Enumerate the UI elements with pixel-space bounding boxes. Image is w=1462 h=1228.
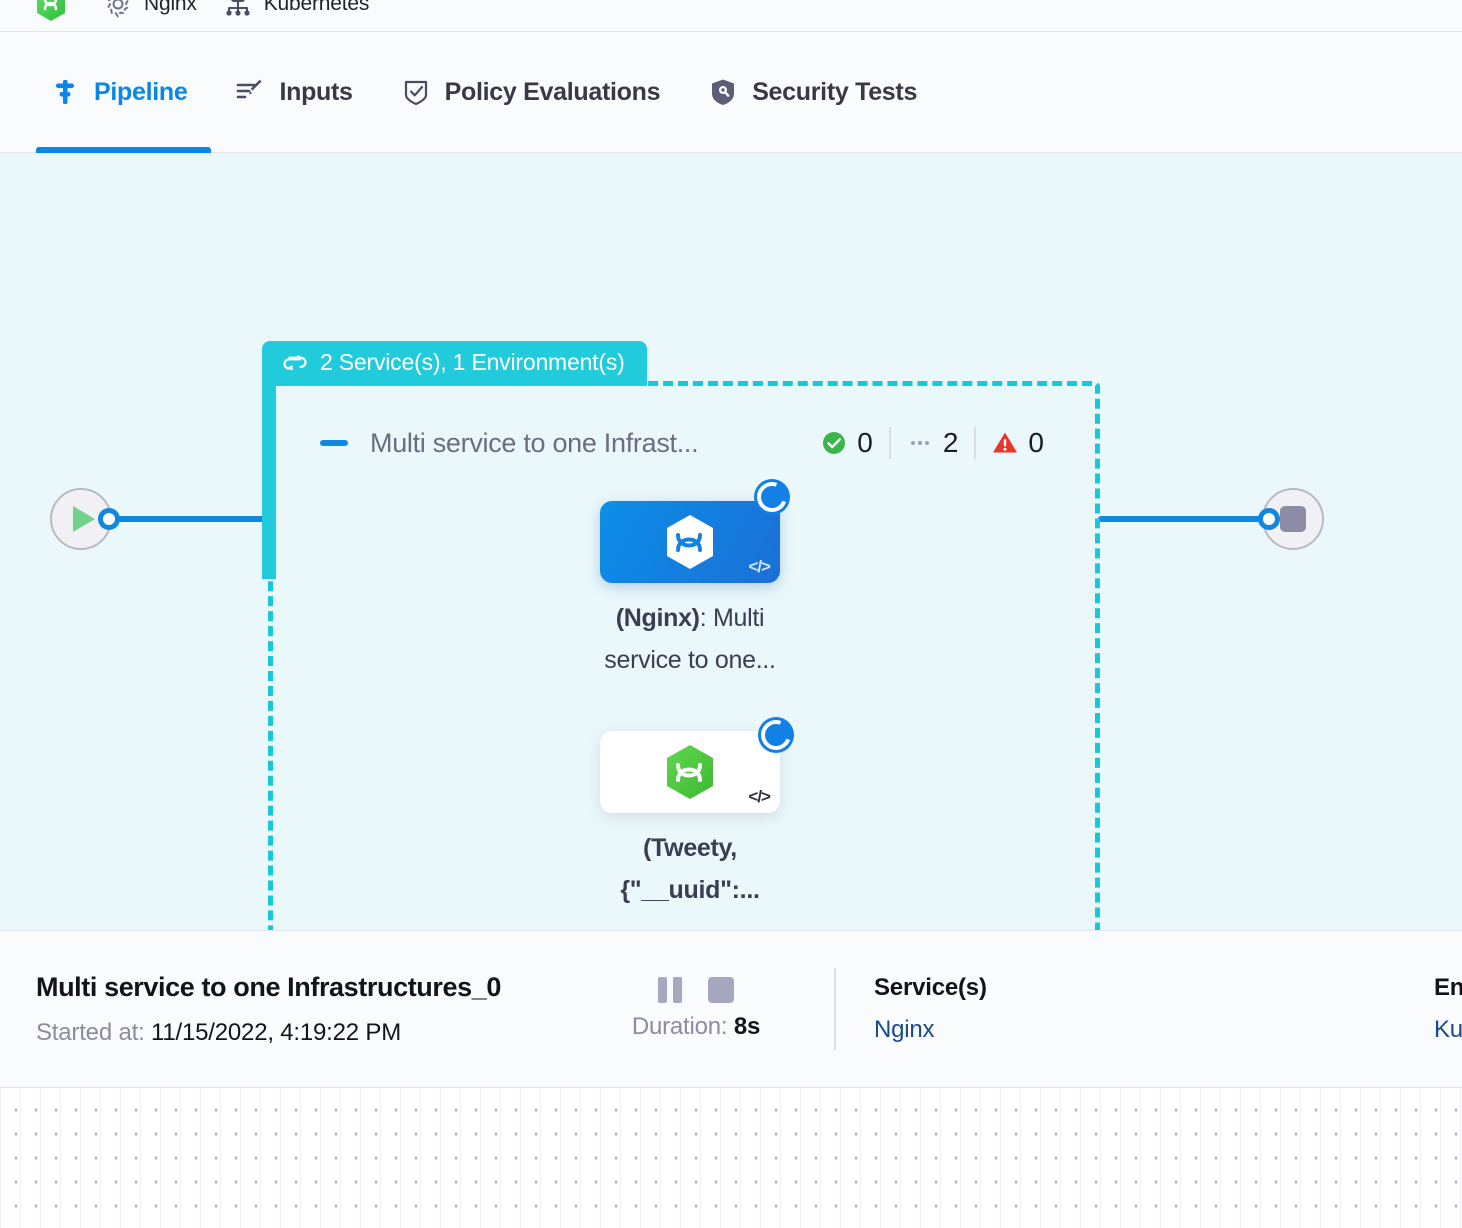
- execution-started-label: Started at:: [36, 1018, 145, 1046]
- service-hex-icon: [667, 745, 713, 799]
- tab-pipeline[interactable]: Pipeline: [36, 32, 212, 153]
- stage-group-box: [268, 381, 1100, 930]
- environments-heading: Environment(s): [1434, 974, 1462, 1001]
- execution-duration-label: Duration:: [631, 1013, 728, 1040]
- stage-group-header-label: 2 Service(s), 1 Environment(s): [320, 349, 625, 375]
- stop-icon: [1280, 506, 1306, 532]
- tab-policy-evaluations-label: Policy Evaluations: [444, 77, 661, 106]
- pipeline-node-tweety-label-bold: (Tweety, {"__uuid":...: [620, 834, 760, 904]
- breadcrumb-item-service[interactable]: Nginx: [103, 0, 197, 21]
- breadcrumb-item-project[interactable]: [36, 0, 77, 21]
- success-check-icon: [823, 432, 846, 454]
- end-node-port: [1258, 508, 1280, 530]
- warning-triangle-icon: [993, 432, 1018, 453]
- background-dot-grid: [0, 1088, 1462, 1228]
- breadcrumb-item-service-label: Nginx: [144, 0, 197, 15]
- code-icon: </>: [748, 557, 771, 576]
- pipeline-node-nginx-card[interactable]: </>: [600, 477, 792, 583]
- shield-lock-icon: [712, 79, 735, 105]
- info-divider: [834, 968, 836, 1050]
- stage-title: Multi service to one Infrast...: [370, 427, 699, 458]
- code-icon: </>: [748, 787, 771, 806]
- collapse-dash-icon[interactable]: [320, 440, 348, 446]
- tab-inputs[interactable]: Inputs: [211, 32, 376, 152]
- shield-check-icon: [404, 80, 427, 106]
- execution-tabs: Pipeline Inputs Policy Evaluations: [0, 31, 1462, 153]
- execution-started-value: 11/15/2022, 4:19:22 PM: [151, 1018, 402, 1046]
- status-count-running: 2: [888, 427, 975, 459]
- tab-inputs-label: Inputs: [279, 77, 353, 106]
- environments-column: Environment(s) Kubernetes: [1434, 974, 1462, 1044]
- connector-line-start: [110, 516, 270, 522]
- pipeline-node-tweety[interactable]: </> (Tweety, {"__uuid":...: [590, 715, 796, 911]
- stage-group-rail: [262, 379, 276, 579]
- pipeline-node-nginx-label: (Nginx): Multi service to one...: [575, 597, 805, 681]
- inputs-icon: [237, 79, 262, 99]
- breadcrumb: Nginx Kubernetes: [0, 0, 1462, 31]
- services-value-link[interactable]: Nginx: [874, 1016, 935, 1043]
- node-status-badge-running: [752, 477, 792, 517]
- tab-security-tests[interactable]: Security Tests: [684, 32, 941, 152]
- tab-pipeline-label: Pipeline: [94, 77, 188, 106]
- loop-repeat-icon: [283, 354, 307, 370]
- pipeline-node-nginx-label-bold: (Nginx): [615, 604, 700, 632]
- three-dots-icon: [907, 441, 933, 445]
- pipeline-node-nginx-label-rest: : Multi service to one...: [604, 604, 776, 674]
- pipeline-node-nginx[interactable]: </> (Nginx): Multi service to one...: [590, 477, 792, 681]
- execution-summary: Multi service to one Infrastructures_0 S…: [36, 972, 596, 1047]
- environments-value-link[interactable]: Kubernetes: [1434, 1016, 1462, 1043]
- stage-header-row[interactable]: Multi service to one Infrast... 0 2: [320, 421, 1060, 465]
- pipeline-icon: [56, 80, 74, 104]
- stage-group-header[interactable]: 2 Service(s), 1 Environment(s): [262, 341, 647, 386]
- status-count-failed: 0: [974, 427, 1060, 459]
- breadcrumb-item-environment-label: Kubernetes: [263, 0, 370, 15]
- services-column: Service(s) Nginx: [874, 974, 1434, 1044]
- play-icon: [73, 506, 95, 532]
- status-count-running-value: 2: [942, 427, 959, 458]
- harness-hex-logo-icon: [37, 0, 65, 21]
- execution-controls: [658, 977, 734, 1003]
- services-heading: Service(s): [874, 974, 987, 1001]
- gear-icon: [107, 0, 129, 18]
- node-status-badge-running: [756, 715, 796, 755]
- execution-duration: Duration: 8s: [631, 1013, 761, 1041]
- breadcrumb-item-environment[interactable]: Kubernetes: [223, 0, 369, 21]
- pipeline-canvas[interactable]: 2 Service(s), 1 Environment(s) Multi ser…: [0, 153, 1462, 930]
- execution-duration-value: 8s: [733, 1013, 761, 1040]
- tab-policy-evaluations[interactable]: Policy Evaluations: [377, 32, 685, 152]
- infrastructure-icon: [226, 0, 250, 16]
- stage-status-counts: 0 2 0: [805, 427, 1060, 459]
- execution-title: Multi service to one Infrastructures_0: [36, 971, 501, 1002]
- execution-started: Started at: 11/15/2022, 4:19:22 PM: [36, 1019, 596, 1047]
- pause-button[interactable]: [658, 977, 682, 1003]
- pipeline-node-tweety-label: (Tweety, {"__uuid":...: [575, 827, 805, 911]
- tab-security-tests-label: Security Tests: [752, 77, 918, 106]
- execution-duration-block: Duration: 8s: [596, 977, 796, 1041]
- status-count-success-value: 0: [857, 427, 873, 458]
- status-count-failed-value: 0: [1028, 427, 1044, 458]
- connector-line-end: [1098, 516, 1270, 522]
- execution-info-bar: Multi service to one Infrastructures_0 S…: [0, 930, 1462, 1088]
- stop-button[interactable]: [708, 977, 734, 1003]
- pipeline-node-tweety-card[interactable]: </>: [600, 715, 796, 813]
- start-node-port: [98, 508, 120, 530]
- service-hex-icon: [667, 515, 713, 569]
- status-count-success: 0: [805, 427, 889, 459]
